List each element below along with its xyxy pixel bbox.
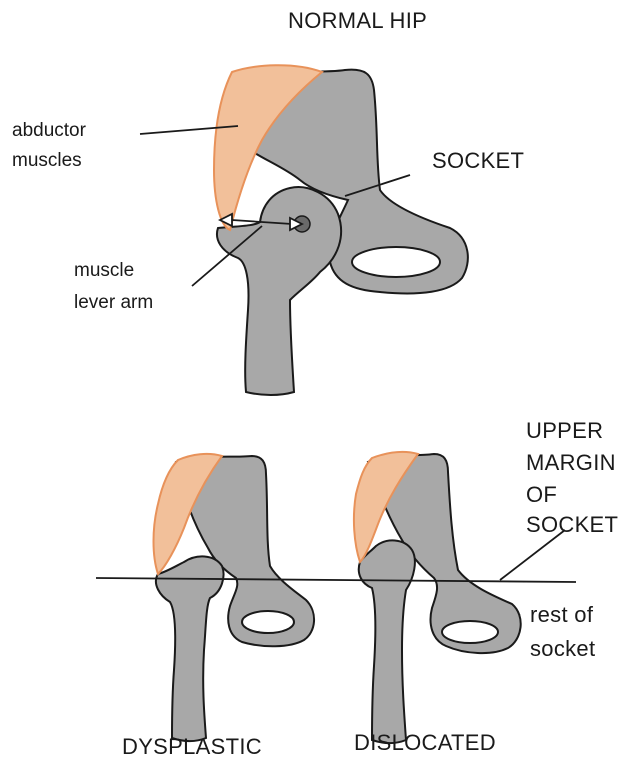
dysplastic-figure <box>154 454 315 741</box>
label-upper-margin-line3: OF <box>526 482 557 507</box>
label-abductor-line1: abductor <box>12 120 86 142</box>
label-abductor-line2: muscles <box>12 150 82 172</box>
label-rest-line1: rest of <box>530 602 593 627</box>
label-socket: SOCKET <box>432 148 524 173</box>
normal-obturator <box>352 247 440 277</box>
dysplastic-femur <box>156 556 224 741</box>
title: NORMAL HIP <box>288 8 427 33</box>
dysplastic-obturator <box>242 611 294 633</box>
caption-dysplastic: DYSPLASTIC <box>122 734 262 759</box>
dislocated-obturator <box>442 621 498 643</box>
label-lever-line1: muscle <box>74 260 134 282</box>
label-rest-line2: socket <box>530 636 595 661</box>
caption-dislocated: DISLOCATED <box>354 730 496 755</box>
label-upper-margin-line4: SOCKET <box>526 512 618 537</box>
label-lever-line2: lever arm <box>74 292 153 314</box>
label-upper-margin-line2: MARGIN <box>526 450 616 475</box>
normal-hip-figure <box>214 65 468 395</box>
upper-margin-leader <box>500 530 565 580</box>
dislocated-figure <box>354 452 521 743</box>
dislocated-femur <box>359 540 415 743</box>
label-upper-margin-line1: UPPER <box>526 418 603 443</box>
normal-femur <box>217 187 341 395</box>
